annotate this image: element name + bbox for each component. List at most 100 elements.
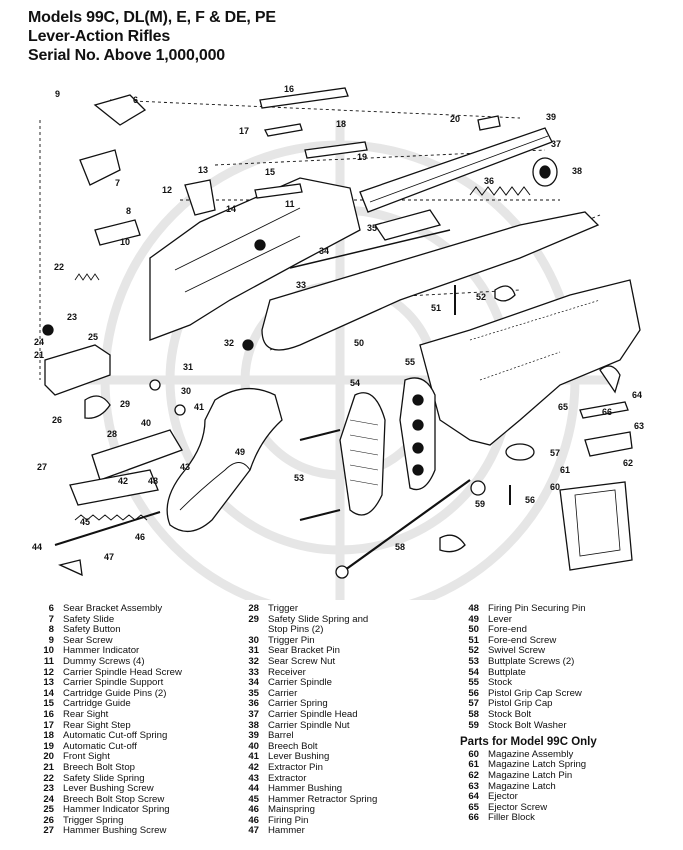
callout-27: 27 xyxy=(37,462,47,472)
legend-part-label: Trigger xyxy=(268,603,299,614)
legend-part-label: Fore-end Screw xyxy=(488,634,557,646)
callout-57: 57 xyxy=(550,448,560,458)
legend-part-label: Receiver xyxy=(268,666,306,678)
legend-part-number: 47 xyxy=(248,825,259,837)
callout-19: 19 xyxy=(357,152,367,162)
legend-part-number: 38 xyxy=(248,719,259,731)
callout-24: 24 xyxy=(34,337,44,347)
callout-61: 61 xyxy=(560,465,570,475)
exploded-parts-diagram: 6 7 8 9 10 11 12 13 14 15 16 17 18 19 20… xyxy=(32,84,644,600)
legend-part-label: Carrier Spring xyxy=(268,698,328,710)
legend-part-label: Carrier Spindle Head xyxy=(268,708,358,720)
legend-part-number: 51 xyxy=(468,634,479,646)
callout-10: 10 xyxy=(120,237,130,247)
legend-part-label: Swivel Screw xyxy=(488,645,546,657)
legend-part-label: Automatic Cut-off xyxy=(63,740,137,752)
legend-part-number: 66 xyxy=(468,812,479,824)
legend-part-label: Stock Bolt Washer xyxy=(488,719,567,731)
callout-23: 23 xyxy=(67,312,77,322)
callout-55: 55 xyxy=(405,357,415,367)
legend-row: 20 Front Sight xyxy=(30,752,182,763)
legend-part-number: 63 xyxy=(468,780,479,792)
legend-part-label: Firing Pin Securing Pin xyxy=(488,603,586,614)
callout-63: 63 xyxy=(634,421,644,431)
legend-part-label: Hammer Bushing xyxy=(268,783,343,795)
legend-part-label: Dummy Screws (4) xyxy=(63,655,145,667)
legend-part-number: 57 xyxy=(468,698,479,710)
legend-row: 37 Carrier Spindle Head xyxy=(235,708,377,721)
legend-part-number: 24 xyxy=(43,793,54,805)
legend-part-number: 7 xyxy=(48,613,54,625)
callout-11: 11 xyxy=(285,199,295,209)
callout-46: 46 xyxy=(135,532,145,542)
callout-16: 16 xyxy=(284,84,294,94)
callout-15: 15 xyxy=(265,167,275,177)
legend-part-label: Sear Bracket Pin xyxy=(268,645,340,657)
legend-part-number: 39 xyxy=(248,730,259,742)
legend-part-number: 43 xyxy=(248,772,259,784)
callout-56: 56 xyxy=(525,495,535,505)
callout-59: 59 xyxy=(475,499,485,509)
legend-part-number: 46 xyxy=(248,814,259,826)
legend-part-number: 34 xyxy=(248,677,259,689)
legend-part-label: Stop Pins (2) xyxy=(268,624,324,636)
legend-part-label: Carrier Spindle Nut xyxy=(268,719,350,731)
legend-part-label: Extractor xyxy=(268,772,307,784)
legend-part-number: 50 xyxy=(468,624,479,636)
callout-66: 66 xyxy=(602,407,612,417)
legend-part-number: 37 xyxy=(248,708,259,720)
pistol-grip-cap xyxy=(505,443,535,461)
legend-part-number: 13 xyxy=(43,677,54,689)
callout-17: 17 xyxy=(239,126,249,136)
callout-6: 6 xyxy=(133,95,138,105)
legend-part-label: Magazine Latch Pin xyxy=(488,769,573,781)
legend-part-label: Hammer Indicator xyxy=(63,645,140,657)
legend-part-label: Lever xyxy=(488,613,512,625)
legend-part-label: Breech Bolt xyxy=(268,740,318,752)
legend-part-number: 16 xyxy=(43,708,54,720)
legend-part-label: Front Sight xyxy=(63,751,110,763)
callout-13: 13 xyxy=(198,165,208,175)
legend-part-number: 20 xyxy=(43,751,54,763)
callout-32: 32 xyxy=(224,338,234,348)
callout-33: 33 xyxy=(296,280,306,290)
title-line-2: Lever-Action Rifles xyxy=(28,28,171,45)
legend-part-number: 22 xyxy=(43,772,54,784)
legend-part-label: Ejector Screw xyxy=(488,801,548,813)
legend-part-label: Breech Bolt Stop xyxy=(63,761,135,773)
legend-part-number: 17 xyxy=(43,719,54,731)
legend-part-number: 6 xyxy=(48,603,54,614)
callout-64: 64 xyxy=(632,390,642,400)
legend-part-label: Ejector xyxy=(488,791,518,803)
legend-part-label: Magazine Latch Spring xyxy=(488,759,587,771)
receiver xyxy=(149,177,361,341)
callout-47: 47 xyxy=(104,552,114,562)
legend-part-number: 56 xyxy=(468,687,479,699)
legend-part-label: Rear Sight xyxy=(63,708,109,720)
legend-part-label: Sear Screw Nut xyxy=(268,655,336,667)
legend-part-label: Magazine Assembly xyxy=(488,748,574,760)
